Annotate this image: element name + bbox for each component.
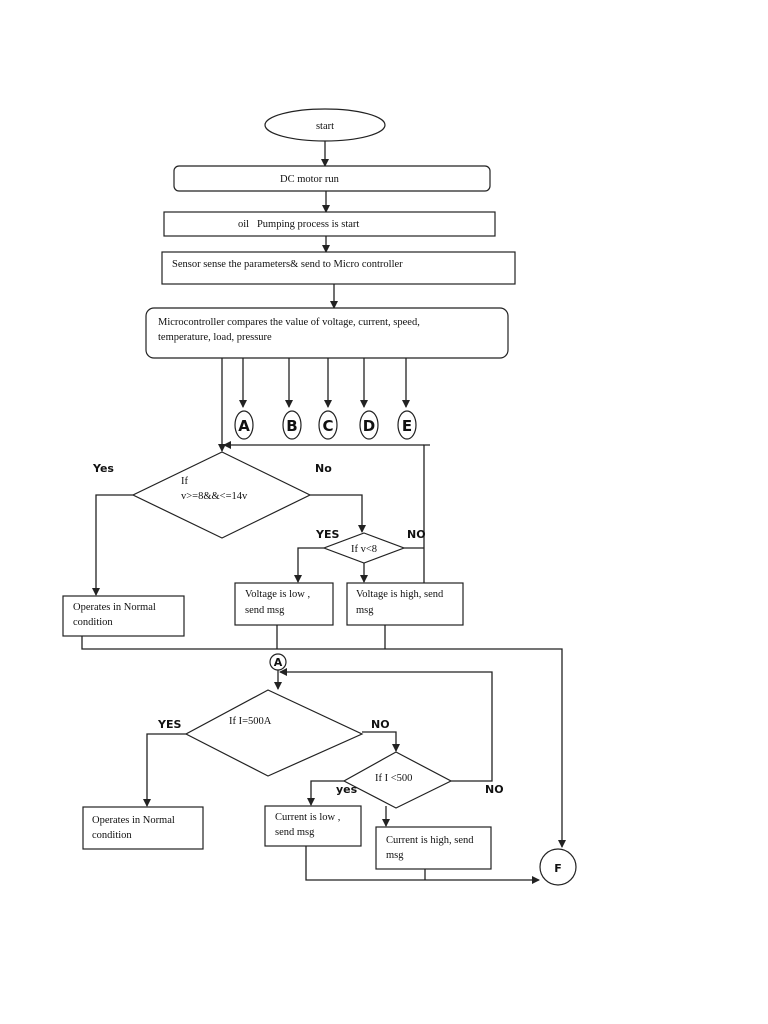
svg-text:If: If (181, 476, 188, 487)
start-node: start (264, 108, 386, 142)
start-label: start (316, 121, 334, 132)
svg-text:Operates in Normal: Operates in Normal (92, 815, 175, 826)
svg-text:Voltage is high, send: Voltage is high, send (356, 589, 444, 600)
svg-text:If I <500: If I <500 (375, 773, 412, 784)
svg-text:msg: msg (356, 605, 374, 616)
svg-text:send msg: send msg (275, 827, 315, 838)
arrow (92, 494, 133, 596)
arrow (305, 846, 540, 884)
svg-text:Current is high, send: Current is high, send (386, 835, 474, 846)
oil-pump-label: oil Pumping process is start (238, 219, 359, 230)
connector-c: C (318, 410, 338, 440)
svg-text:If I=500A: If I=500A (229, 716, 272, 727)
current-low-box: Current is low , send msg (264, 805, 362, 847)
svg-text:Current is low ,: Current is low , (275, 812, 340, 823)
yes-label: Yes (92, 462, 114, 475)
microcontroller-box: Microcontroller compares the value of vo… (145, 307, 509, 359)
svg-text:Operates in Normal: Operates in Normal (73, 602, 156, 613)
svg-text:B: B (286, 417, 297, 435)
voltage-range-decision: If v>=8&&<=14v (131, 451, 312, 539)
svg-text:D: D (363, 417, 375, 435)
svg-text:A: A (238, 417, 250, 435)
normal-condition-box-2: Operates in Normal condition (82, 806, 204, 850)
connector-a-current: A (269, 653, 287, 671)
voltage-low-box: Voltage is low , send msg (234, 582, 334, 626)
no-label: NO (407, 528, 426, 541)
svg-text:F: F (554, 862, 562, 875)
connector-e: E (397, 410, 417, 440)
connector-a: A (234, 410, 254, 440)
current-equal-decision: If I=500A (184, 689, 364, 777)
loop-line (423, 444, 430, 588)
arrow (143, 733, 186, 807)
dc-motor-box: DC motor run (173, 165, 491, 192)
loop-arrow (279, 668, 493, 782)
yes-label: yes (336, 783, 358, 796)
dc-motor-label: DC motor run (280, 174, 340, 185)
svg-text:msg: msg (386, 850, 404, 861)
svg-text:A: A (274, 656, 283, 669)
connector-f: F (539, 848, 577, 886)
micro-line1: Microcontroller compares the value of vo… (158, 317, 420, 328)
svg-text:send msg: send msg (245, 605, 285, 616)
sensor-box: Sensor sense the parameters& send to Mic… (161, 251, 516, 285)
connector-b: B (282, 410, 302, 440)
svg-text:v>=8&&<=14v: v>=8&&<=14v (181, 491, 248, 502)
svg-text:E: E (402, 417, 412, 435)
micro-line2: temperature, load, pressure (158, 332, 272, 343)
connector-arrows (239, 358, 410, 408)
yes-label: YES (315, 528, 339, 541)
svg-text:If v<8: If v<8 (351, 544, 377, 555)
no-label: No (315, 462, 332, 475)
arrow (362, 731, 400, 752)
svg-text:C: C (322, 417, 333, 435)
voltage-high-box: Voltage is high, send msg (346, 582, 464, 626)
arrow (294, 547, 324, 583)
normal-condition-box-1: Operates in Normal condition (62, 595, 185, 637)
oil-pump-box: oil Pumping process is start (163, 211, 496, 237)
connector-d: D (359, 410, 379, 440)
no-label: NO (371, 718, 390, 731)
svg-text:condition: condition (73, 617, 113, 628)
yes-label: YES (157, 718, 181, 731)
current-high-box: Current is high, send msg (375, 826, 492, 870)
arrow (307, 780, 344, 806)
arrow (310, 494, 366, 533)
no-label: NO (485, 783, 504, 796)
svg-text:condition: condition (92, 830, 132, 841)
merge-lines (81, 625, 566, 848)
sensor-label: Sensor sense the parameters& send to Mic… (172, 259, 403, 270)
svg-text:Voltage is low ,: Voltage is low , (245, 589, 310, 600)
current-low-decision: If I <500 (342, 751, 453, 809)
